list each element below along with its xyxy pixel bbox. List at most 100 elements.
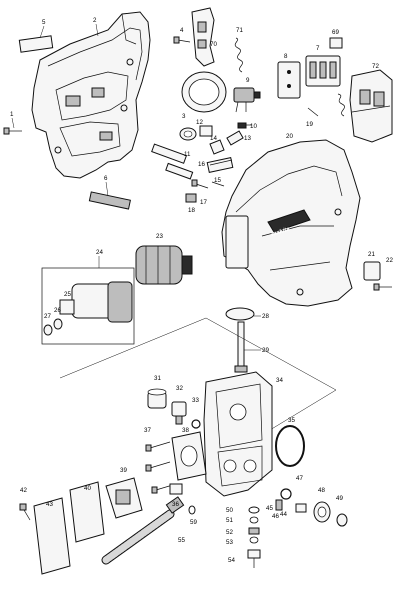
- terminal-7: [305, 55, 341, 87]
- callout-29: 29: [262, 347, 269, 354]
- rods-15: [151, 143, 194, 180]
- cap-49: [336, 513, 348, 527]
- label-69: [329, 37, 343, 49]
- callout-21: 21: [368, 251, 375, 258]
- gasket-plate: [171, 431, 207, 481]
- callout-37: 37: [144, 427, 151, 434]
- callout-3: 3: [182, 113, 186, 120]
- callout-12: 12: [196, 119, 203, 126]
- cover-40-43: [33, 481, 105, 575]
- pin-19: [307, 107, 319, 117]
- housing-logo: makita: [271, 226, 292, 238]
- callout-40: 40: [84, 485, 91, 492]
- rings-44-47: [275, 488, 307, 513]
- piston-28: [225, 307, 255, 321]
- callout-1: 1: [10, 111, 14, 118]
- callout-11: 11: [184, 151, 191, 158]
- stack-50-54: [247, 506, 261, 568]
- rod-29: [234, 321, 248, 373]
- callout-52: 52: [226, 529, 233, 536]
- callout-20: 20: [286, 133, 293, 140]
- callout-34: 34: [276, 377, 283, 384]
- callout-27: 27: [44, 313, 51, 320]
- switch-21: [363, 261, 381, 281]
- bracket-70: [191, 7, 215, 67]
- callout-24: 24: [96, 249, 103, 256]
- callout-49: 49: [336, 495, 343, 502]
- assembly-outline: [59, 317, 337, 437]
- callout-23: 23: [156, 233, 163, 240]
- gear-assembly-25: [59, 281, 133, 323]
- callout-7: 7: [316, 45, 320, 52]
- cover-72: [349, 69, 393, 143]
- callout-50: 50: [226, 507, 233, 514]
- callout-69: 69: [332, 29, 339, 36]
- spring-16: [206, 157, 234, 173]
- pin-10: [237, 122, 252, 129]
- cover-8: [277, 61, 301, 99]
- ring-band-3: [181, 71, 227, 113]
- callout-5: 5: [42, 19, 46, 26]
- callout-33: 33: [192, 397, 199, 404]
- bushing-31: [147, 388, 167, 409]
- callouts: 1 2 3 4 5 6 7 8 9 10 11 12 13 14 15 16 1…: [10, 17, 393, 564]
- spring-13: [226, 130, 244, 146]
- callout-51: 51: [226, 517, 233, 524]
- callout-39: 39: [120, 467, 127, 474]
- callout-4: 4: [180, 27, 184, 34]
- motor-23: [135, 245, 193, 285]
- callout-19: 19: [306, 121, 313, 128]
- callout-26: 26: [54, 307, 61, 314]
- part-14: [209, 139, 225, 155]
- callout-55: 55: [178, 537, 185, 544]
- callout-16: 16: [198, 161, 205, 168]
- screw-4: [173, 36, 191, 44]
- fitting-32: [171, 401, 187, 425]
- rings-26-27: [43, 318, 63, 336]
- callout-54: 54: [228, 557, 235, 564]
- hose-55: [101, 496, 185, 565]
- callout-32: 32: [176, 385, 183, 392]
- screw-1: [3, 127, 22, 135]
- o-ring-59: [188, 505, 196, 515]
- callout-17: 17: [200, 199, 207, 206]
- adapter-48: [313, 501, 331, 523]
- housing-half-left: [31, 11, 151, 179]
- callout-47: 47: [296, 475, 303, 482]
- bar-6: [88, 191, 131, 210]
- fitting-36: [169, 483, 183, 495]
- o-ring-35: [275, 425, 305, 467]
- callout-22: 22: [386, 257, 393, 264]
- screws-17-18: [185, 179, 225, 203]
- callout-15: 15: [214, 177, 221, 184]
- callout-59: 59: [190, 519, 197, 526]
- callout-53: 53: [226, 539, 233, 546]
- callout-70: 70: [210, 41, 217, 48]
- part-12: [199, 125, 213, 137]
- callout-42: 42: [20, 487, 27, 494]
- housing-20: [221, 139, 361, 307]
- callout-18: 18: [188, 207, 195, 214]
- callout-6: 6: [104, 175, 108, 182]
- screw-22: [373, 283, 392, 291]
- callout-25: 25: [64, 291, 71, 298]
- pump-body-34: [203, 371, 273, 497]
- callout-8: 8: [284, 53, 288, 60]
- label-plate: [18, 35, 54, 53]
- o-ring-33-38: [191, 419, 201, 429]
- callout-2: 2: [93, 17, 97, 24]
- callout-31: 31: [154, 375, 161, 382]
- callout-71: 71: [236, 27, 243, 34]
- washer-11: [179, 127, 197, 141]
- bracket-39: [105, 477, 143, 519]
- callout-43: 43: [46, 501, 53, 508]
- callout-38: 38: [182, 427, 189, 434]
- switch-9: [233, 87, 261, 113]
- spring-71: [234, 37, 243, 73]
- callout-10: 10: [250, 123, 257, 130]
- callout-28: 28: [262, 313, 269, 320]
- spring-clip: [337, 93, 345, 117]
- assembly-box-24: [41, 267, 135, 345]
